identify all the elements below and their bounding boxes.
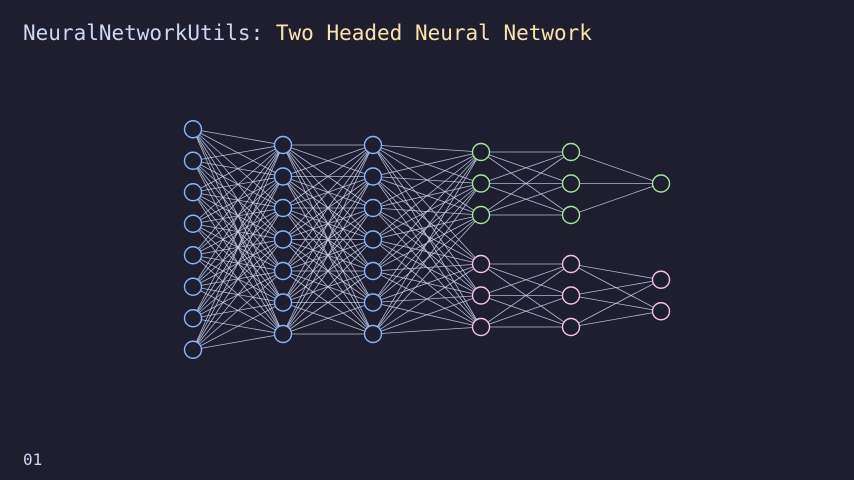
edge-head-1-layer-2-to-head-1-layer-3 <box>570 151 662 184</box>
body-layer-1-node-2 <box>183 151 203 170</box>
edge-body-layer-2-to-body-layer-3 <box>282 302 374 335</box>
body-layer-2-node-7 <box>273 324 293 344</box>
edge-body-layer-3-to-head-2-layer-1 <box>372 263 482 272</box>
edge-head-2-layer-1-to-head-2-layer-2 <box>480 263 572 296</box>
edge-body-layer-2-to-body-layer-3 <box>282 239 374 335</box>
slide-number: 01 <box>23 450 43 469</box>
edge-head-2-layer-2-to-head-2-layer-3 <box>570 310 662 328</box>
nodes-group <box>183 120 671 359</box>
edge-body-layer-3-to-head-2-layer-1 <box>372 176 482 265</box>
head-1-layer-1-node-2 <box>471 174 491 193</box>
edge-body-layer-1-to-body-layer-2 <box>192 144 284 287</box>
body-layer-2-node-3 <box>273 198 293 218</box>
edge-body-layer-2-to-body-layer-3 <box>282 144 374 335</box>
edge-body-layer-3-to-head-2-layer-1 <box>372 326 482 335</box>
edge-body-layer-2-to-body-layer-3 <box>282 144 374 177</box>
edge-body-layer-3-to-head-1-layer-1 <box>372 151 482 303</box>
edge-body-layer-3-to-head-2-layer-1 <box>372 295 482 335</box>
head-1-layer-2-node-3 <box>561 205 581 225</box>
edge-head-2-layer-1-to-head-2-layer-2 <box>480 263 572 328</box>
head-1-layer-2-node-2 <box>561 174 581 193</box>
page-title: NeuralNetworkUtils: Two Headed Neural Ne… <box>23 19 592 47</box>
edge-head-2-layer-1-to-head-2-layer-2 <box>480 295 572 328</box>
head-1-layer-1-node-3 <box>471 205 491 225</box>
edge-head-1-layer-1-to-head-1-layer-2 <box>480 151 572 216</box>
edge-body-layer-1-to-body-layer-2 <box>192 270 284 351</box>
edge-body-layer-3-to-head-1-layer-1 <box>372 151 482 272</box>
edge-body-layer-3-to-head-1-layer-1 <box>372 183 482 335</box>
edge-head-2-layer-2-to-head-2-layer-3 <box>570 263 662 281</box>
edge-head-2-layer-2-to-head-2-layer-3 <box>570 279 662 296</box>
head-2-layer-3-node-2 <box>651 302 671 321</box>
body-layer-2-node-4 <box>273 230 293 249</box>
body-layer-3-node-7 <box>363 324 383 344</box>
body-layer-1-node-7 <box>183 309 203 328</box>
edge-body-layer-2-to-body-layer-3 <box>282 207 374 335</box>
head-2-layer-3-node-1 <box>651 270 671 289</box>
edge-body-layer-1-to-body-layer-2 <box>192 176 284 350</box>
edges-group <box>192 128 662 351</box>
edge-body-layer-1-to-body-layer-2 <box>192 207 284 350</box>
edge-body-layer-3-to-head-1-layer-1 <box>372 151 482 335</box>
head-2-layer-1-node-1 <box>471 254 491 274</box>
body-layer-1-node-1 <box>183 120 203 139</box>
edge-body-layer-3-to-head-1-layer-1 <box>372 144 482 153</box>
body-layer-2-node-6 <box>273 293 293 312</box>
head-2-layer-1-node-3 <box>471 317 491 337</box>
head-2-layer-2-node-3 <box>561 317 581 337</box>
edge-head-1-layer-2-to-head-1-layer-3 <box>570 183 662 216</box>
title-name: Two Headed Neural Network <box>275 21 592 45</box>
edge-body-layer-3-to-head-1-layer-1 <box>372 214 482 335</box>
body-layer-1-node-4 <box>183 214 203 233</box>
edge-body-layer-2-to-body-layer-3 <box>282 144 374 272</box>
edge-body-layer-1-to-body-layer-2 <box>192 333 284 351</box>
edge-body-layer-1-to-body-layer-2 <box>192 302 284 351</box>
edge-body-layer-1-to-body-layer-2 <box>192 144 284 319</box>
head-1-layer-2-node-1 <box>561 142 581 162</box>
edge-body-layer-3-to-head-2-layer-1 <box>372 239 482 265</box>
body-layer-1-node-8 <box>183 340 203 359</box>
edge-body-layer-3-to-head-2-layer-1 <box>372 263 482 303</box>
body-layer-1-node-3 <box>183 183 203 202</box>
edge-body-layer-3-to-head-1-layer-1 <box>372 151 482 177</box>
edge-body-layer-2-to-body-layer-3 <box>282 176 374 335</box>
edge-body-layer-3-to-head-1-layer-1 <box>372 151 482 209</box>
body-layer-3-node-6 <box>363 293 383 312</box>
edge-body-layer-3-to-head-2-layer-1 <box>372 263 482 335</box>
body-layer-2-node-1 <box>273 135 293 155</box>
edge-body-layer-1-to-body-layer-2 <box>192 239 284 351</box>
edge-head-2-layer-2-to-head-2-layer-3 <box>570 279 662 328</box>
edge-body-layer-1-to-body-layer-2 <box>192 144 284 256</box>
head-1-layer-1-node-1 <box>471 142 491 162</box>
head-1-layer-3-node-1 <box>651 174 671 193</box>
edge-body-layer-2-to-body-layer-3 <box>282 144 374 240</box>
body-layer-1-node-5 <box>183 246 203 265</box>
head-2-layer-1-node-2 <box>471 286 491 305</box>
edge-body-layer-1-to-body-layer-2 <box>192 128 284 146</box>
edge-head-1-layer-1-to-head-1-layer-2 <box>480 151 572 184</box>
edge-body-layer-2-to-body-layer-3 <box>282 270 374 335</box>
body-layer-3-node-2 <box>363 167 383 186</box>
body-layer-1-node-6 <box>183 277 203 296</box>
body-layer-3-node-4 <box>363 230 383 249</box>
body-layer-3-node-5 <box>363 261 383 281</box>
head-2-layer-2-node-2 <box>561 286 581 305</box>
edge-head-1-layer-1-to-head-1-layer-2 <box>480 183 572 216</box>
body-layer-3-node-1 <box>363 135 383 155</box>
body-layer-2-node-5 <box>273 261 293 281</box>
edge-body-layer-3-to-head-2-layer-1 <box>372 207 482 265</box>
title-prefix: NeuralNetworkUtils: <box>23 21 276 45</box>
edge-body-layer-3-to-head-2-layer-1 <box>372 144 482 265</box>
head-2-layer-2-node-1 <box>561 254 581 274</box>
edge-body-layer-3-to-head-1-layer-1 <box>372 151 482 240</box>
edge-body-layer-2-to-body-layer-3 <box>282 144 374 209</box>
edge-body-layer-1-to-body-layer-2 <box>192 144 284 225</box>
edge-body-layer-1-to-body-layer-2 <box>192 144 284 350</box>
edge-body-layer-2-to-body-layer-3 <box>282 144 374 303</box>
body-layer-2-node-2 <box>273 167 293 186</box>
edge-body-layer-1-to-body-layer-2 <box>192 144 284 193</box>
body-layer-3-node-3 <box>363 198 383 218</box>
edge-body-layer-1-to-body-layer-2 <box>192 144 284 162</box>
